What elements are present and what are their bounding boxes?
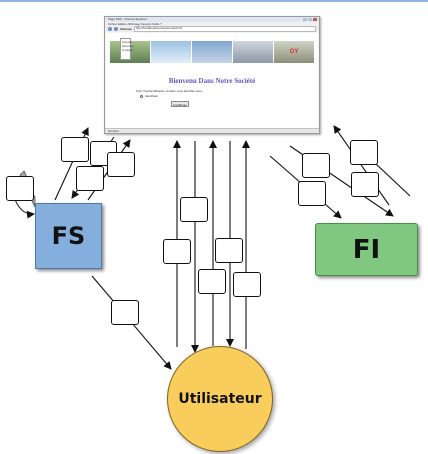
banner-photo xyxy=(151,41,191,63)
forward-icon xyxy=(114,27,118,31)
message-box xyxy=(180,197,208,222)
message-box xyxy=(107,152,135,177)
fs-node: FS xyxy=(35,203,102,269)
radio-icon xyxy=(140,94,143,98)
web-page-content: OY Accueil Services Contact Bienvenu Dan… xyxy=(106,33,318,128)
browser-status-bar: Terminé xyxy=(105,128,319,133)
back-icon xyxy=(108,27,112,31)
message-box xyxy=(350,140,378,165)
site-dropdown-menu: Accueil Services Contact xyxy=(120,38,134,60)
address-field: http://localhost/societe/accueil.html xyxy=(133,26,316,32)
maximize-icon xyxy=(308,18,312,21)
auth-option-label: Identifiant xyxy=(145,94,159,98)
minimize-icon xyxy=(303,18,307,21)
close-icon xyxy=(313,18,317,21)
message-box xyxy=(298,181,326,206)
message-box xyxy=(215,238,243,263)
message-box xyxy=(302,153,330,178)
browser-title-bar: Page Web - Internet Explorer xyxy=(105,17,319,22)
message-box xyxy=(198,269,226,294)
menu-item: Contact xyxy=(122,48,133,52)
welcome-heading: Bienvenu Dans Notre Société xyxy=(168,77,256,85)
message-box xyxy=(351,172,379,197)
message-box xyxy=(111,300,139,325)
fi-node: FI xyxy=(315,223,418,276)
message-box xyxy=(61,137,89,162)
window-controls xyxy=(303,18,317,21)
browser-window-screenshot: Page Web - Internet Explorer Fichier Edi… xyxy=(104,16,320,134)
user-node: Utilisateur xyxy=(167,346,273,452)
address-bar-row: Adresse http://localhost/societe/accueil… xyxy=(105,26,319,32)
browser-menu-bar: Fichier Edition Affichage Favoris Outils… xyxy=(105,22,319,26)
message-box xyxy=(163,239,191,264)
arrow-fi-to-browser xyxy=(333,125,390,206)
message-box xyxy=(233,272,261,297)
confirm-button: Confirmer xyxy=(171,101,189,107)
banner-photo xyxy=(233,41,273,63)
menu-item: Services xyxy=(122,44,134,48)
auth-option-row: Identifiant xyxy=(140,94,158,98)
banner-photo xyxy=(192,41,232,63)
user-label: Utilisateur xyxy=(178,391,262,407)
top-border-line xyxy=(0,0,428,2)
banner-photo: OY xyxy=(274,41,314,63)
address-label: Adresse xyxy=(120,27,132,31)
fs-label: FS xyxy=(51,222,86,250)
auth-instruction-text: Pour l'Authentification veuillez vous id… xyxy=(136,89,203,93)
message-box xyxy=(6,176,34,201)
banner-logo-text: OY xyxy=(289,49,299,55)
fi-label: FI xyxy=(352,234,381,265)
menu-item: Accueil xyxy=(122,40,132,44)
message-box xyxy=(76,166,104,191)
